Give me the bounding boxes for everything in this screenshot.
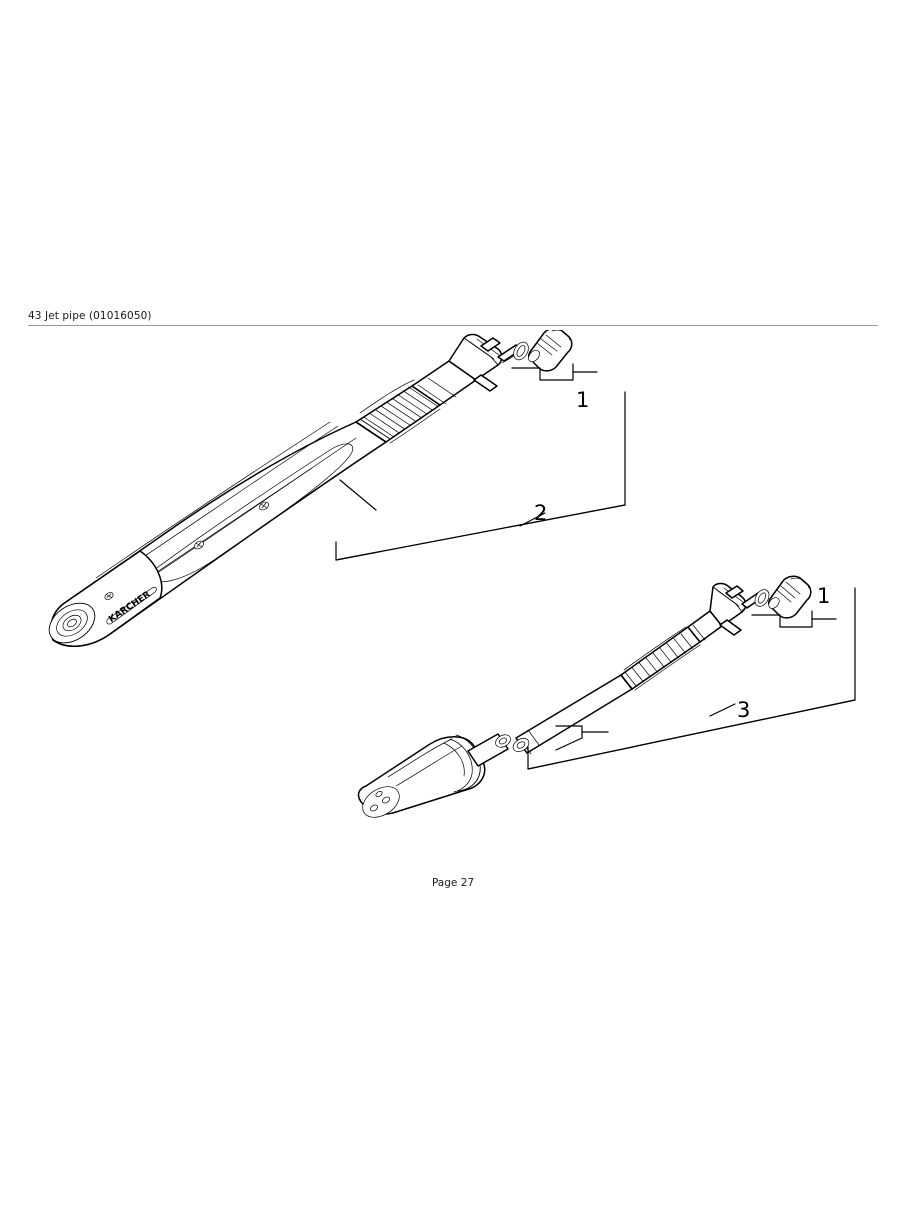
callout-number-3: 3 [737,698,751,722]
callout-number-1-upper: 1 [576,388,590,412]
nozzle-lower [767,575,812,619]
cone-stub-tube [467,733,511,767]
lower-bayonet-coupler [709,582,764,636]
page-footer-label: Page 27 [431,877,475,889]
callout-number-2: 2 [534,501,548,525]
parts-diagram: .ln { fill:none; stroke:#000; stroke-wid… [0,330,906,870]
upper-jet-pipe-assembly: KARCHER [48,330,626,647]
callout-2-leader [335,391,626,561]
lower-ribbed-grip [620,626,701,691]
header-divider [28,325,878,326]
o-ring-seal-upper [513,341,529,361]
cone-nozzle [357,734,486,818]
callout-1-upper-leader [501,355,598,381]
handle-screw-upper [259,501,269,511]
handle-end-cap: KARCHER [48,550,163,647]
section-header-title: 43 Jet pipe (01016050) [28,310,152,322]
lower-jet-pipe-assembly [357,575,856,818]
callout-3-leader [527,587,856,770]
handle-screw-lower [194,540,204,550]
callout-number-1-lower: 1 [817,584,831,608]
nozzle-upper [527,330,573,372]
end-cap-screw [104,592,114,600]
o-ring-seal-lower [754,589,770,607]
bayonet-coupler [448,333,523,392]
callout-1-lower-leader [741,602,837,628]
